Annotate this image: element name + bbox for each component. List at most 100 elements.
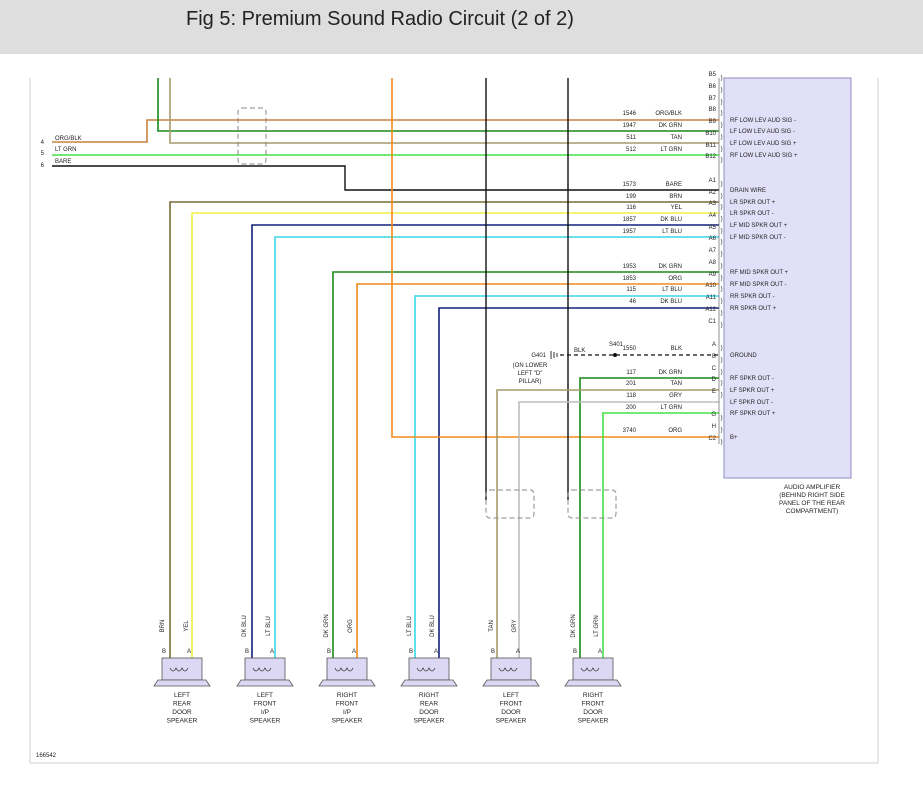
speaker-name: SPEAKER bbox=[496, 718, 527, 725]
speaker-pin-b: B bbox=[409, 649, 413, 655]
wire-circuit-number: 1853 bbox=[623, 276, 637, 282]
wire-dk-blu-a11 bbox=[438, 307, 719, 660]
wire-org-blk bbox=[52, 119, 719, 143]
speaker-pin-a: A bbox=[516, 649, 520, 655]
amp-pin-terminal bbox=[720, 74, 723, 82]
speaker-name: RIGHT bbox=[583, 692, 603, 699]
wire-circuit-number: 511 bbox=[626, 135, 636, 141]
wire-circuit-number: 115 bbox=[626, 287, 636, 293]
wire-color-label: DK GRN bbox=[659, 370, 682, 376]
wire-color-label: TAN bbox=[670, 381, 682, 387]
speaker-base bbox=[564, 679, 622, 687]
wire-org-a9 bbox=[356, 283, 719, 660]
speaker-wire-b-label: LT BLU bbox=[407, 616, 413, 636]
speaker-coil-icon bbox=[498, 667, 518, 672]
amp-pin-label: H bbox=[712, 424, 716, 430]
speaker-name: SPEAKER bbox=[167, 718, 198, 725]
amp-pin-terminal bbox=[720, 121, 723, 129]
wire-dk-grn-a8 bbox=[332, 271, 719, 660]
speaker-pin-b: B bbox=[573, 649, 577, 655]
amp-pin-terminal bbox=[720, 192, 723, 200]
speaker-base bbox=[482, 679, 540, 687]
speaker-pin-b: B bbox=[327, 649, 331, 655]
wire-color-label: DK BLU bbox=[660, 299, 682, 305]
speaker-wire-a-label: ORG bbox=[348, 619, 354, 633]
ground-location: (ON LOWER bbox=[513, 363, 548, 369]
speaker-pin-a: A bbox=[434, 649, 438, 655]
wire-circuit-number: 118 bbox=[626, 393, 636, 399]
wire-lt-grn-f bbox=[602, 412, 719, 660]
amp-pin-terminal bbox=[720, 250, 723, 258]
amp-pin-label: C2 bbox=[708, 436, 716, 442]
speaker-body bbox=[244, 657, 286, 681]
amp-function-label: B+ bbox=[730, 435, 738, 441]
wire-circuit-number: 1550 bbox=[623, 346, 637, 352]
left-connector-color: BARE bbox=[55, 159, 71, 165]
figure-header: Fig 5: Premium Sound Radio Circuit (2 of… bbox=[0, 0, 923, 54]
amp-pin-terminal bbox=[720, 391, 723, 399]
speaker-pin-a: A bbox=[187, 649, 191, 655]
speaker-name: SPEAKER bbox=[414, 718, 445, 725]
speaker-wire-b-label: DK BLU bbox=[242, 615, 248, 637]
wire-dk-grn-c bbox=[579, 377, 719, 660]
wire-yel bbox=[191, 212, 719, 660]
speaker-name: FRONT bbox=[336, 701, 358, 708]
speaker-wire-a-label: LT GRN bbox=[594, 615, 600, 636]
speaker-pin-b: B bbox=[245, 649, 249, 655]
wire-color-label: BRN bbox=[669, 194, 682, 200]
amp-pin-label: A4 bbox=[709, 213, 717, 219]
speaker-name: FRONT bbox=[582, 701, 604, 708]
amp-location: COMPARTMENT) bbox=[786, 508, 838, 515]
wire-circuit-number: 1957 bbox=[623, 229, 637, 235]
amp-pin-terminal bbox=[720, 262, 723, 270]
wire-circuit-number: 1857 bbox=[623, 217, 637, 223]
amp-pin-label: A7 bbox=[709, 248, 717, 254]
amp-function-label: LF MID SPKR OUT + bbox=[730, 223, 788, 229]
amp-pin-label: B5 bbox=[709, 72, 717, 78]
speaker-wire-b-label: DK GRN bbox=[571, 614, 577, 637]
speaker-wire-a-label: GRY bbox=[512, 620, 518, 633]
amp-location: (BEHIND RIGHT SIDE bbox=[779, 492, 845, 499]
amp-function-label: LR SPKR OUT - bbox=[730, 211, 774, 217]
wire-color-label: LT BLU bbox=[662, 287, 682, 293]
wire-org-b-plus bbox=[391, 78, 719, 438]
amp-pin-terminal bbox=[720, 414, 723, 422]
amp-function-label: RF MID SPKR OUT - bbox=[730, 282, 787, 288]
wire-color-label: DK BLU bbox=[660, 217, 682, 223]
shield-enclosure bbox=[237, 107, 267, 165]
amp-pin-label: A bbox=[712, 342, 716, 348]
speaker-name: SPEAKER bbox=[332, 718, 363, 725]
wire-color-label: ORG/BLK bbox=[655, 111, 682, 117]
wire-circuit-number: 1573 bbox=[623, 182, 637, 188]
amp-function-label: LR SPKR OUT + bbox=[730, 200, 776, 206]
wire-color-label: LT GRN bbox=[661, 147, 682, 153]
speaker-body bbox=[572, 657, 614, 681]
speaker-name: LEFT bbox=[503, 692, 519, 699]
speaker-name: LEFT bbox=[174, 692, 190, 699]
speaker-name: REAR bbox=[420, 701, 438, 708]
amp-function-label: RF MID SPKR OUT + bbox=[730, 270, 789, 276]
amp-pin-terminal bbox=[720, 321, 723, 329]
amp-pin-label: B9 bbox=[709, 119, 717, 125]
amp-function-label: LF SPKR OUT - bbox=[730, 400, 773, 406]
speaker-name: REAR bbox=[173, 701, 191, 708]
amp-pin-label: B8 bbox=[709, 107, 717, 113]
amp-pin-terminal bbox=[720, 297, 723, 305]
wire-circuit-number: 46 bbox=[629, 299, 636, 305]
amp-pin-label: A1 bbox=[709, 178, 717, 184]
speaker-name: DOOR bbox=[419, 709, 439, 716]
wire-gry-e bbox=[518, 401, 719, 660]
amp-pin-terminal bbox=[720, 156, 723, 164]
speaker-body bbox=[161, 657, 203, 681]
speaker-body bbox=[326, 657, 368, 681]
amp-pin-label: B12 bbox=[705, 154, 716, 160]
ground-location: PILLAR) bbox=[519, 379, 542, 385]
amp-function-label: LF SPKR OUT + bbox=[730, 388, 775, 394]
speaker-name: I/P bbox=[261, 709, 269, 716]
wire-color-label: DK GRN bbox=[659, 123, 682, 129]
wire-circuit-number: 117 bbox=[626, 370, 636, 376]
wire-color-label: ORG bbox=[668, 428, 682, 434]
amp-pin-terminal bbox=[720, 356, 723, 364]
